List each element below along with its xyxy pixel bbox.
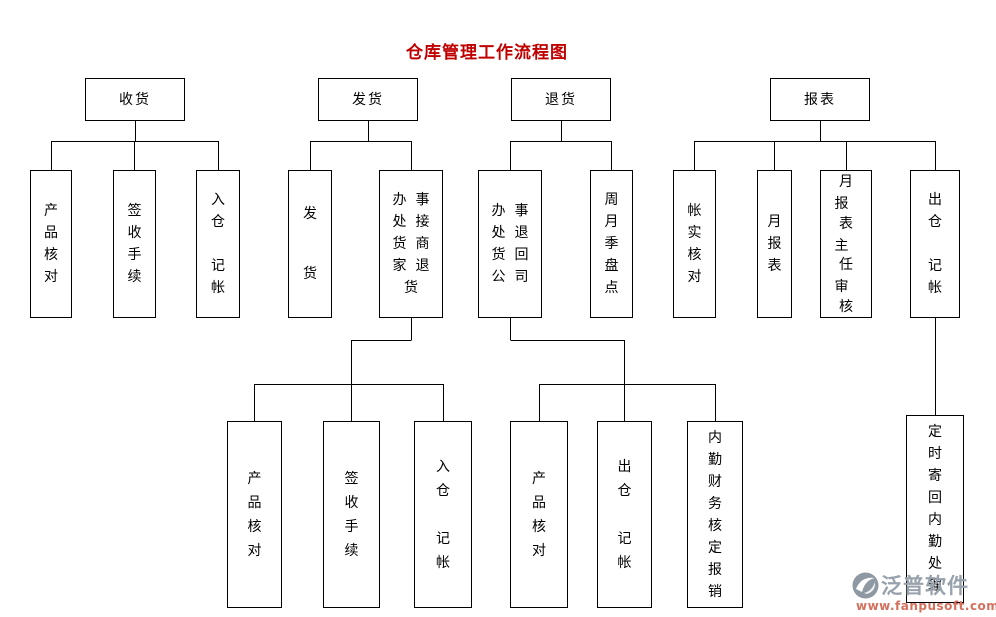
watermark-url-text: www.fanpusoft.com: [856, 599, 996, 613]
node-office-receive-merchant-return: 办事处接货商家退货: [379, 170, 443, 318]
node-office-return-to-company: 办事处退货回公司: [478, 170, 542, 318]
node-sign-procedure-1: 签收手续: [113, 170, 156, 318]
chart-title: 仓库管理工作流程图: [406, 43, 568, 63]
node-monthly-report: 月报表: [757, 170, 792, 318]
node-receiving: 收货: [85, 78, 185, 121]
node-product-check-2: 产品核对: [227, 421, 282, 608]
node-warehouse-in-entry-2: 入仓 记帐: [414, 421, 472, 608]
watermark-brand-text: 泛普软件: [881, 574, 969, 598]
node-report-director-review: 月报表主任审核: [820, 170, 872, 318]
node-warehouse-out-entry-1: 出仓 记帐: [910, 170, 960, 318]
node-backoffice-finance-reimburse: 内勤财务核定报销: [687, 421, 743, 608]
node-ship-goods: 发 货: [288, 170, 332, 318]
fanpu-logo-icon: [852, 572, 879, 599]
node-sign-procedure-2: 签收手续: [323, 421, 380, 608]
node-scheduled-send-back: 定时寄回内勤处理: [906, 415, 964, 603]
node-returns: 退货: [511, 78, 611, 121]
node-warehouse-in-entry-1: 入仓 记帐: [196, 170, 240, 318]
node-product-check-1: 产品核对: [30, 170, 72, 318]
node-account-verify: 帐实核对: [673, 170, 716, 318]
node-warehouse-out-entry-2: 出仓 记帐: [597, 421, 652, 608]
node-reports: 报表: [770, 78, 870, 121]
site-watermark: 泛普软件 www.fanpusoft.com: [852, 570, 996, 615]
node-periodic-stocktake: 周月季盘点: [590, 170, 633, 318]
node-shipping: 发货: [318, 78, 418, 121]
node-product-check-3: 产品核对: [510, 421, 568, 608]
